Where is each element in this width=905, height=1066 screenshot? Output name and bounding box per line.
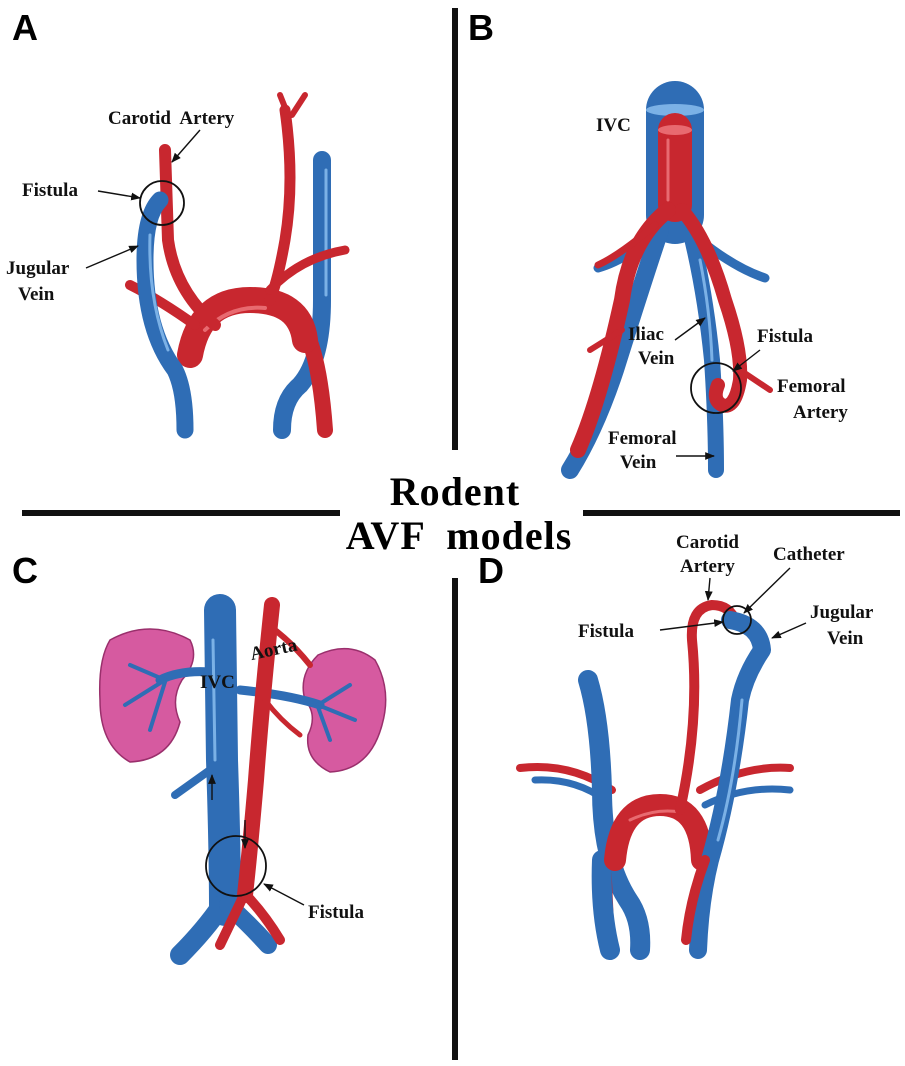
panel-d-right-jugular-vein <box>689 611 771 959</box>
title-line-2: AVF models <box>346 513 573 558</box>
panel-a-right-carotid-branch <box>289 92 308 118</box>
panel-d-pointer-jugular <box>771 622 807 639</box>
panel-b-labels: IVC Iliac Vein Fistula Femoral Artery Fe… <box>596 115 848 473</box>
panel-c: C <box>12 550 387 965</box>
panel-c-fistula-circle <box>205 835 267 897</box>
panel-c-left-renal-branch-3 <box>148 680 167 732</box>
panel-b-fistula-circle <box>690 362 742 414</box>
panel-a-left-carotid <box>159 144 221 331</box>
panel-d-aortic-arch <box>604 794 713 871</box>
panel-a-pointer-fistula <box>97 190 141 201</box>
panel-b-femoral-artery-branch <box>737 367 773 393</box>
panel-c-left-renal-branch-1 <box>128 663 167 682</box>
panel-a-jugular-vein <box>136 191 194 439</box>
panel-d-label-carotid-1: Carotid <box>676 532 739 553</box>
panel-a-right-subclavian <box>265 245 350 295</box>
panel-b-label-ivc: IVC <box>596 115 631 136</box>
panel-c-label-ivc: IVC <box>200 672 235 693</box>
panel-b-label-femoral-artery-2: Artery <box>793 402 848 423</box>
panel-d-right-subclavian-vein <box>701 785 794 809</box>
panel-a-label-jugular-vein-1: Jugular <box>6 258 70 279</box>
panel-a-label-carotid-artery: Carotid Artery <box>108 108 235 129</box>
panel-c-aorta-branch-1 <box>265 622 313 668</box>
panel-a-pointer-jugular <box>85 245 139 269</box>
panel-c-ivc-highlight <box>211 638 217 762</box>
panel-c-right-kidney <box>302 647 387 773</box>
panel-d-labels: Carotid Artery Catheter Fistula Jugular … <box>578 532 874 649</box>
panel-b: B IVC Iliac Vein <box>468 7 848 479</box>
panel-a-letter: A <box>12 7 38 48</box>
panel-b-aorta-top <box>658 125 692 135</box>
panel-d: D Carotid Artery <box>478 532 874 960</box>
panel-a-jugular-vein-highlight <box>148 233 170 352</box>
panel-b-pointer-iliac <box>674 317 706 341</box>
panel-d-label-fistula: Fistula <box>578 621 634 642</box>
panel-a: A Carotid Artery <box>6 7 350 439</box>
panel-b-ivc-top <box>646 104 704 116</box>
panel-b-label-femoral-vein-1: Femoral <box>608 428 677 449</box>
panel-c-pointer-fistula <box>263 883 305 906</box>
panel-d-label-jugular-1: Jugular <box>810 602 874 623</box>
panel-b-letter: B <box>468 7 494 48</box>
panel-c-aorta <box>237 597 280 903</box>
panel-c-right-iliac-artery <box>241 890 285 945</box>
panel-b-side-branch <box>594 221 659 269</box>
panel-c-left-iliac-artery <box>215 890 249 950</box>
panel-a-pointer-carotid <box>171 129 201 163</box>
panel-a-right-vein <box>273 151 331 439</box>
panel-c-left-iliac-vein <box>170 895 232 965</box>
panel-a-vessels <box>125 92 350 439</box>
panel-d-right-jugular-vein-highlight <box>716 698 744 842</box>
panel-b-label-fistula: Fistula <box>757 326 813 347</box>
panel-b-left-iliac-branch <box>587 327 625 353</box>
panel-a-labels: Carotid Artery Fistula Jugular Vein <box>6 108 235 305</box>
panel-d-label-catheter: Catheter <box>773 544 845 565</box>
panel-b-label-iliac-vein-1: Iliac <box>628 324 664 345</box>
panel-c-label-fistula: Fistula <box>308 902 364 923</box>
panel-c-letter: C <box>12 550 38 591</box>
panel-c-ivc-side-branch <box>171 766 214 799</box>
panel-c-right-renal-branch-2 <box>316 703 357 722</box>
panel-c-ivc <box>204 594 241 926</box>
panel-d-letter: D <box>478 550 504 591</box>
panel-c-label-aorta: Aorta <box>248 634 299 665</box>
panel-d-label-jugular-2: Vein <box>827 628 864 649</box>
panel-c-right-renal-branch-1 <box>316 683 352 707</box>
panel-d-pointer-catheter <box>743 567 791 614</box>
panel-b-vessels <box>561 81 773 479</box>
panel-b-pointer-fistula <box>732 349 761 372</box>
panel-d-left-lower-vein <box>591 850 620 960</box>
panel-d-label-carotid-2: Artery <box>680 556 735 577</box>
panel-a-right-carotid-branch-2 <box>277 92 291 118</box>
panel-c-left-renal-branch-2 <box>123 678 167 707</box>
panel-c-right-renal-branch-3 <box>316 705 332 742</box>
panel-d-right-subclavian-artery <box>696 763 794 794</box>
quadrant-dividers <box>22 8 900 1060</box>
panel-b-label-iliac-vein-2: Vein <box>638 348 675 369</box>
panel-c-left-kidney <box>98 628 195 763</box>
panel-c-right-iliac-vein <box>219 896 277 954</box>
panel-d-vessels <box>516 600 794 960</box>
panel-a-left-subclavian <box>125 280 200 330</box>
panel-b-label-femoral-artery-1: Femoral <box>777 376 846 397</box>
panel-d-pointer-fistula <box>659 619 724 631</box>
panel-b-right-iliac-vein-highlight <box>698 258 714 362</box>
panel-b-label-femoral-vein-2: Vein <box>620 452 657 473</box>
panel-c-right-renal-vein <box>235 685 325 710</box>
panel-a-label-jugular-vein-2: Vein <box>18 284 55 305</box>
panel-d-carotid-artery <box>675 600 741 815</box>
figure-title: Rodent AVF models <box>346 469 573 558</box>
panel-d-right-descending-artery <box>681 855 710 945</box>
panel-c-aorta-branch-2 <box>262 697 303 738</box>
panel-d-left-jugular-vein <box>578 670 651 960</box>
title-line-1: Rodent <box>390 469 520 514</box>
panel-a-fistula-circle <box>139 180 185 226</box>
panel-d-pointer-carotid <box>704 577 713 601</box>
panel-a-label-fistula: Fistula <box>22 180 78 201</box>
